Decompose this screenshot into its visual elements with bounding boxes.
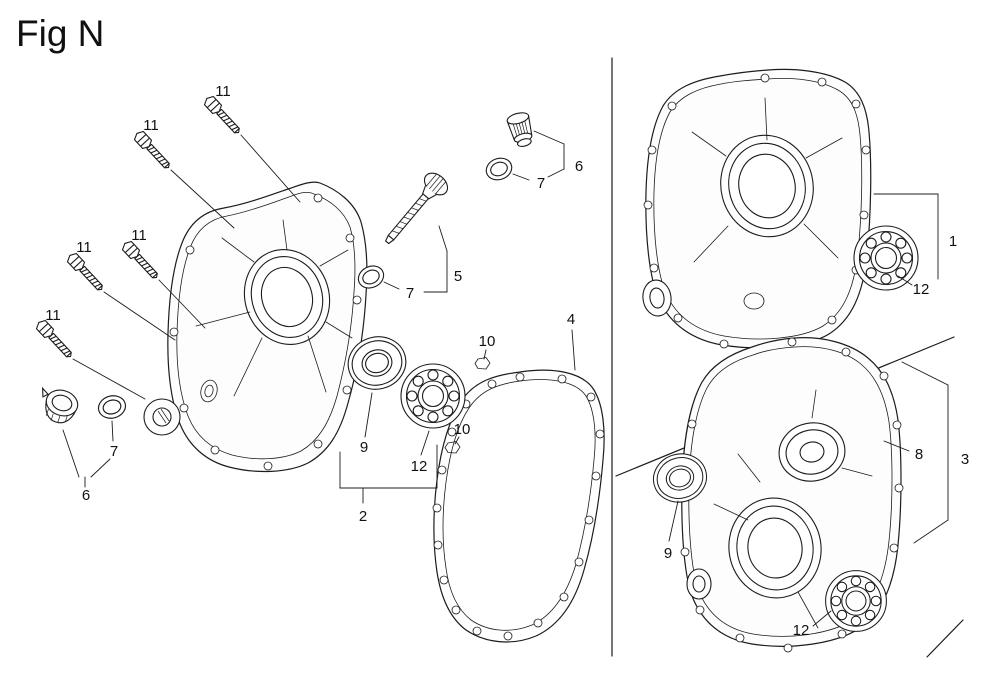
callout-cover-assembly-bottom: 3: [961, 451, 969, 468]
ball-bearing-top-right: [853, 225, 919, 291]
callout-labels: 11 11 11 11 11 6 7 5 7 10 4 9 10 12 2 7 …: [45, 83, 969, 639]
bearing-recess-lower: [728, 497, 822, 599]
callout-cap-left: 6: [82, 487, 90, 504]
callout-bolt-d: 11: [131, 227, 147, 244]
callout-seal-ring-left: 7: [110, 443, 118, 460]
cover-inner-view: [679, 337, 904, 653]
cover-ribs: [195, 219, 353, 397]
leader-lines: [62, 130, 949, 627]
seal-ring-left: [95, 392, 129, 422]
bearing-recess-upper: [778, 422, 846, 482]
filler-boss: [143, 398, 181, 436]
side-boss-bottom: [686, 568, 712, 600]
callout-bolt-c: 11: [76, 239, 92, 256]
callout-cover-exploded: 2: [359, 508, 367, 525]
cap-assembly-left: [41, 386, 79, 424]
side-boss: [642, 279, 672, 317]
crankshaft-opening: [243, 248, 331, 346]
cap-assembly-top: [506, 112, 533, 147]
figure-title: Fig N: [16, 13, 104, 54]
crankshaft-opening-assembled: [720, 134, 814, 238]
crankcase-cover-assembled: [642, 68, 872, 349]
callout-bearing-top-right: 12: [913, 281, 930, 298]
callout-seal-ring-top: 7: [537, 175, 545, 192]
gasket: [432, 369, 605, 643]
callout-cover-inner: 8: [915, 446, 923, 463]
callout-bolt-a: 11: [215, 83, 231, 100]
callout-gasket: 4: [567, 311, 575, 328]
callout-oil-seal-main: 9: [360, 439, 368, 456]
flange-bolt-d: [119, 238, 162, 283]
flange-bolt-c: [64, 250, 107, 295]
callout-dipstick: 5: [454, 268, 462, 285]
drain-port: [200, 379, 218, 403]
callout-seal-ring-mid: 7: [406, 285, 414, 302]
seal-ring-top: [482, 154, 516, 184]
callout-bearing-bottom-right: 12: [793, 622, 810, 639]
callout-cover-assembled: 1: [949, 233, 957, 250]
callout-bolt-e: 11: [45, 307, 61, 324]
callout-cap-top: 6: [575, 158, 583, 175]
callout-bearing-main: 12: [411, 458, 428, 475]
flange-bolt-e: [33, 317, 76, 362]
flange-bolt-b: [131, 128, 174, 173]
ball-bearing-bottom-right: [825, 570, 887, 632]
callout-oil-seal-bottom: 9: [664, 545, 672, 562]
flange-bolt-a: [201, 93, 244, 138]
crankcase-cover-exploded: [143, 181, 368, 473]
callout-dowel-upper: 10: [479, 333, 496, 350]
callout-dowel-lower: 10: [454, 421, 471, 438]
cover-ribs-assembled: [691, 97, 843, 263]
cover-ribs-inner: [713, 389, 873, 629]
ball-bearing-main: [400, 363, 466, 429]
callout-bolt-b: 11: [143, 117, 159, 134]
oil-filler-dipstick: [384, 172, 449, 245]
dowel-pin-upper: [474, 357, 491, 370]
